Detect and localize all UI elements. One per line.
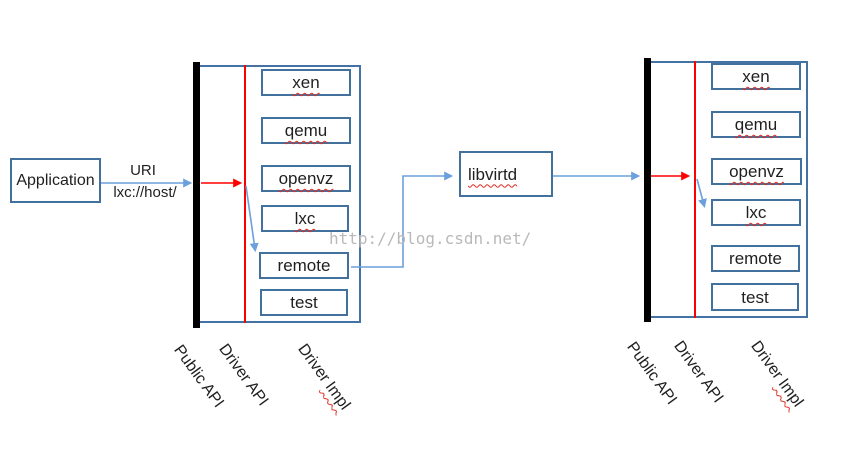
libvirtd-label: libvirtd	[468, 164, 518, 184]
left-public-api-bar	[193, 62, 200, 328]
left-driver-api-line	[244, 65, 246, 323]
right-driver-box-test: test	[711, 283, 799, 311]
right-driver-api-line	[694, 61, 696, 318]
driver-label: xen	[292, 73, 320, 92]
left-axis-label-driver-impl: DriverImpl	[293, 341, 353, 414]
axis-word-misspelled: Impl	[321, 378, 354, 414]
driver-label: test	[290, 293, 318, 312]
driver-label: qemu	[284, 121, 328, 140]
arrow-remote-to-libvirtd	[351, 171, 454, 268]
driver-label: openvz	[278, 169, 334, 188]
right-driver-box-openvz: openvz	[711, 158, 802, 185]
left-driver-box-lxc: lxc	[261, 205, 349, 232]
axis-word: Driver	[294, 341, 334, 386]
left-driver-box-openvz: openvz	[261, 165, 351, 192]
driver-label: remote	[729, 249, 782, 268]
uri-label: URI	[130, 162, 156, 179]
driver-label: openvz	[729, 162, 784, 181]
driver-label: lxc	[745, 203, 767, 222]
right-driver-box-qemu: qemu	[711, 111, 801, 138]
right-axis-label-driver-impl: DriverImpl	[746, 338, 806, 411]
driver-label: lxc	[294, 209, 316, 228]
left-driver-box-test: test	[260, 289, 348, 316]
right-driver-stack-frame	[645, 61, 808, 318]
axis-word-misspelled: Impl	[774, 375, 807, 411]
application-box: Application	[10, 158, 101, 203]
right-public-api-bar	[644, 58, 651, 322]
driver-label: xen	[742, 67, 770, 86]
application-label: Application	[16, 171, 95, 189]
right-driver-box-remote: remote	[711, 245, 800, 272]
axis-word: Driver	[747, 338, 787, 383]
left-driver-box-xen: xen	[261, 69, 351, 96]
libvirtd-box: libvirtd	[459, 151, 553, 197]
left-driver-box-remote: remote	[259, 252, 349, 279]
uri-scheme-label: lxc://host/	[113, 184, 177, 201]
watermark-text: http://blog.csdn.net/	[329, 229, 532, 248]
driver-label: qemu	[734, 115, 778, 134]
right-driver-box-lxc: lxc	[711, 199, 801, 226]
left-driver-box-qemu: qemu	[261, 117, 351, 144]
driver-label: remote	[277, 256, 331, 275]
driver-label: test	[741, 287, 769, 307]
left-driver-stack-frame	[196, 65, 361, 323]
right-driver-box-xen: xen	[711, 63, 801, 90]
